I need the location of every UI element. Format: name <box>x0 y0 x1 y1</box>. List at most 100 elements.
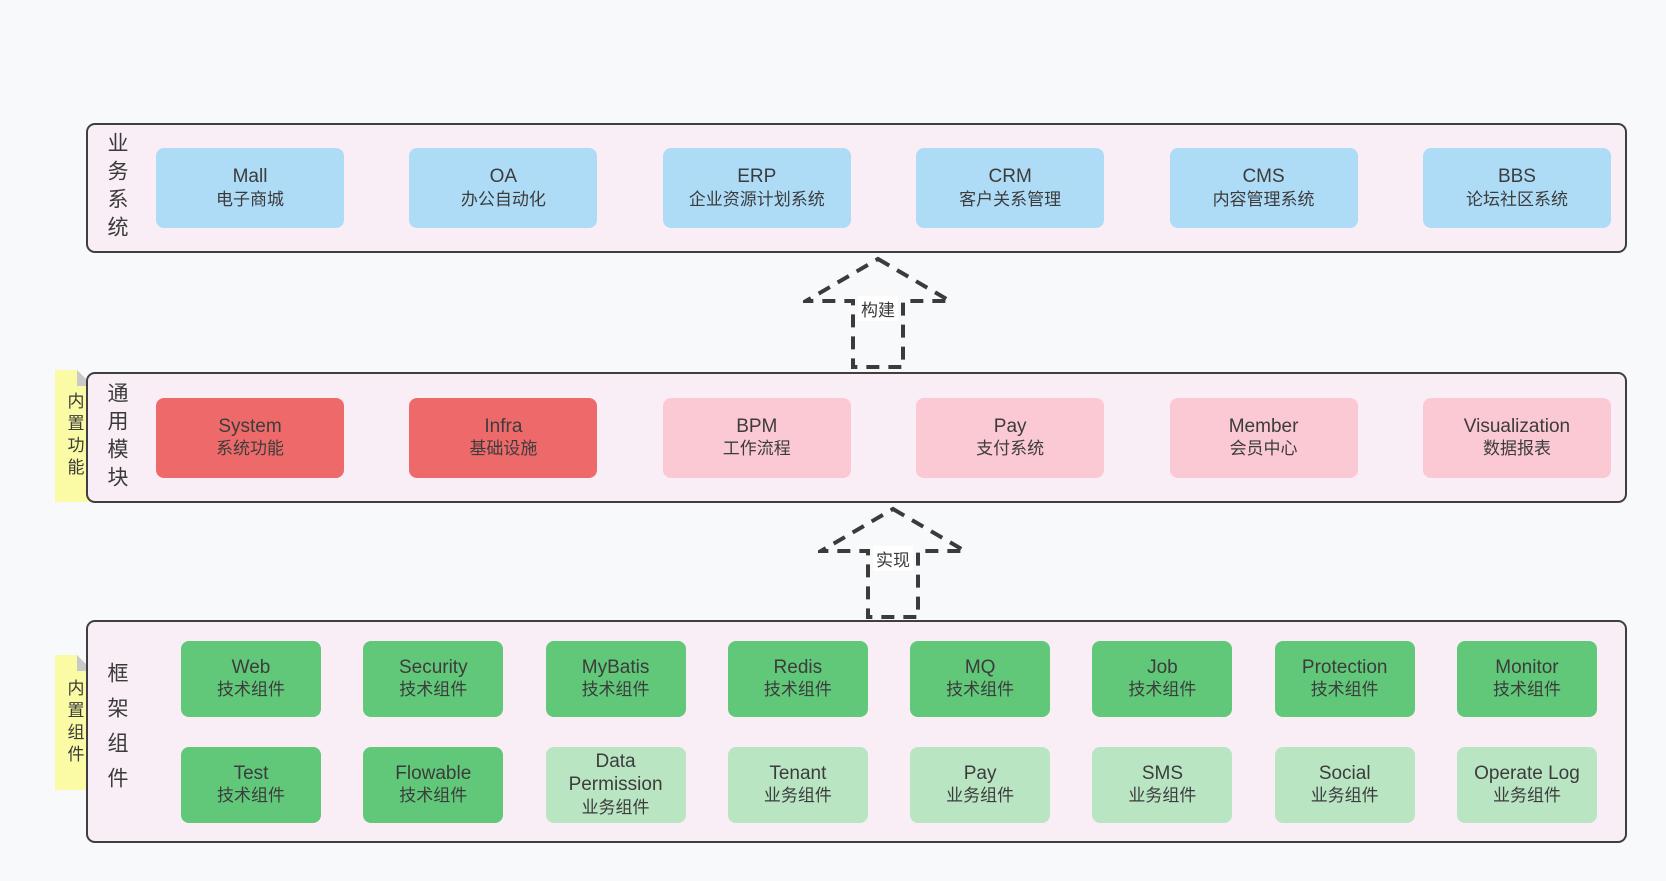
box-subtitle: 会员中心 <box>1229 439 1298 459</box>
diagram-box-bbs: BBS 论坛社区系统 <box>1422 148 1611 228</box>
box-subtitle: 业务组件 <box>946 786 1015 806</box>
arrow-label: 实现 <box>873 546 913 571</box>
box-title: SMS <box>1141 762 1183 784</box>
business-box-row: Mall 电子商城 OA 办公自动化 ERP 企业资源计划系统 CRM 客户关系… <box>156 148 1611 228</box>
diagram-box-mall: Mall 电子商城 <box>156 148 344 228</box>
box-subtitle: 业务组件 <box>763 786 832 806</box>
box-subtitle: 业务组件 <box>1492 786 1561 806</box>
dashed-up-arrow-icon <box>818 506 968 619</box>
box-subtitle: 支付系统 <box>976 439 1045 459</box>
box-title: Infra <box>484 415 523 437</box>
diagram-box-mybatis: MyBatis 技术组件 <box>545 640 686 717</box>
layer-label: 框架组件 <box>105 661 128 802</box>
diagram-box-protection: Protection 技术组件 <box>1274 640 1415 717</box>
box-title: Pay <box>963 762 997 784</box>
box-title: Test <box>233 762 269 784</box>
box-subtitle: 内容管理系统 <box>1212 189 1315 209</box>
box-subtitle: 技术组件 <box>217 680 285 700</box>
box-subtitle: 系统功能 <box>216 439 284 459</box>
module-box-row: System 系统功能 Infra 基础设施 BPM 工作流程 Pay 支付系统… <box>156 397 1611 478</box>
box-title: CRM <box>988 166 1032 188</box>
box-title: BBS <box>1497 166 1536 188</box>
diagram-box-visualization: Visualization 数据报表 <box>1422 397 1611 478</box>
box-title: CMS <box>1242 166 1285 188</box>
box-title: Tenant <box>769 762 827 784</box>
layer-business-systems: 业务系统 Mall 电子商城 OA 办公自动化 ERP 企业资源计划系统 CRM… <box>86 123 1627 253</box>
diagram-box-pay-biz: Pay 业务组件 <box>910 746 1051 823</box>
box-subtitle: 业务组件 <box>1128 786 1197 806</box>
diagram-box-data-permission: Data Permission 业务组件 <box>545 746 686 823</box>
diagram-box-mq: MQ 技术组件 <box>910 640 1051 717</box>
diagram-box-oa: OA 办公自动化 <box>409 148 598 228</box>
box-subtitle: 业务组件 <box>1310 786 1379 806</box>
box-title: MyBatis <box>581 656 650 678</box>
box-title: Job <box>1147 656 1178 678</box>
box-subtitle: 技术组件 <box>217 786 285 806</box>
diagram-box-operate-log: Operate Log 业务组件 <box>1456 746 1597 823</box>
box-subtitle: 工作流程 <box>722 439 791 459</box>
layer-label: 业务系统 <box>105 132 128 244</box>
box-subtitle: 技术组件 <box>946 680 1015 700</box>
diagram-box-bpm: BPM 工作流程 <box>662 397 851 478</box>
diagram-box-crm: CRM 客户关系管理 <box>916 148 1105 228</box>
diagram-box-infra: Infra 基础设施 <box>409 397 598 478</box>
box-subtitle: 技术组件 <box>763 680 832 700</box>
box-subtitle: 数据报表 <box>1482 439 1551 459</box>
arrow-implement: 实现 <box>818 506 968 620</box>
diagram-box-social: Social 业务组件 <box>1274 746 1415 823</box>
diagram-box-flowable: Flowable 技术组件 <box>363 746 504 823</box>
box-title: Redis <box>773 656 823 678</box>
box-title: Pay <box>993 415 1027 437</box>
box-subtitle: 技术组件 <box>1310 680 1379 700</box>
box-subtitle: 技术组件 <box>399 786 468 806</box>
box-subtitle: 技术组件 <box>1128 680 1197 700</box>
box-title: System <box>218 415 282 437</box>
box-title: BPM <box>736 415 778 437</box>
layer-framework-components: 框架组件 Web 技术组件 Security 技术组件 MyBatis 技术组件… <box>86 620 1627 843</box>
diagram-box-job: Job 技术组件 <box>1092 640 1233 717</box>
box-title: Member <box>1228 415 1299 437</box>
box-title: Visualization <box>1463 415 1571 437</box>
box-title: Flowable <box>395 762 472 784</box>
box-title: MQ <box>964 656 996 678</box>
diagram-box-web: Web 技术组件 <box>181 640 321 717</box>
box-subtitle: 基础设施 <box>469 439 538 459</box>
box-title: Operate Log <box>1474 762 1580 784</box>
box-title: Monitor <box>1495 656 1559 678</box>
diagram-box-monitor: Monitor 技术组件 <box>1456 640 1597 717</box>
box-title: Data Permission <box>568 750 663 796</box>
note-label: 内置组件 <box>64 678 84 767</box>
diagram-box-security: Security 技术组件 <box>363 640 504 717</box>
note-label: 内置功能 <box>64 392 84 480</box>
component-rows: Web 技术组件 Security 技术组件 MyBatis 技术组件 Redi… <box>156 640 1611 823</box>
box-title: Security <box>398 656 468 678</box>
biz-component-row: Test 技术组件 Flowable 技术组件 Data Permission … <box>181 746 1597 823</box>
dashed-up-arrow-icon <box>803 256 953 369</box>
box-subtitle: 技术组件 <box>581 680 650 700</box>
box-subtitle: 客户关系管理 <box>959 189 1062 209</box>
box-subtitle: 办公自动化 <box>460 189 546 209</box>
diagram-box-system: System 系统功能 <box>156 397 344 478</box>
box-subtitle: 业务组件 <box>581 798 650 818</box>
box-title: Mall <box>232 166 268 188</box>
tech-component-row: Web 技术组件 Security 技术组件 MyBatis 技术组件 Redi… <box>181 640 1597 717</box>
box-subtitle: 电子商城 <box>216 189 284 209</box>
box-subtitle: 论坛社区系统 <box>1465 189 1568 209</box>
box-subtitle: 企业资源计划系统 <box>688 189 825 209</box>
arrow-build: 构建 <box>803 256 953 370</box>
box-subtitle: 技术组件 <box>1492 680 1561 700</box>
diagram-box-erp: ERP 企业资源计划系统 <box>662 148 851 228</box>
layer-common-modules: 通用模块 System 系统功能 Infra 基础设施 BPM 工作流程 Pay… <box>86 372 1627 503</box>
diagram-box-tenant: Tenant 业务组件 <box>727 746 868 823</box>
diagram-box-redis: Redis 技术组件 <box>727 640 868 717</box>
box-title: Social <box>1318 762 1371 784</box>
layer-label: 通用模块 <box>105 381 128 494</box>
diagram-box-sms: SMS 业务组件 <box>1092 746 1233 823</box>
box-title: Protection <box>1301 656 1388 678</box>
box-subtitle: 技术组件 <box>399 680 468 700</box>
diagram-box-member: Member 会员中心 <box>1169 397 1358 478</box>
arrow-label: 构建 <box>858 296 898 321</box>
diagram-box-pay: Pay 支付系统 <box>916 397 1105 478</box>
box-title: Web <box>231 656 271 678</box>
box-title: OA <box>489 166 518 188</box>
